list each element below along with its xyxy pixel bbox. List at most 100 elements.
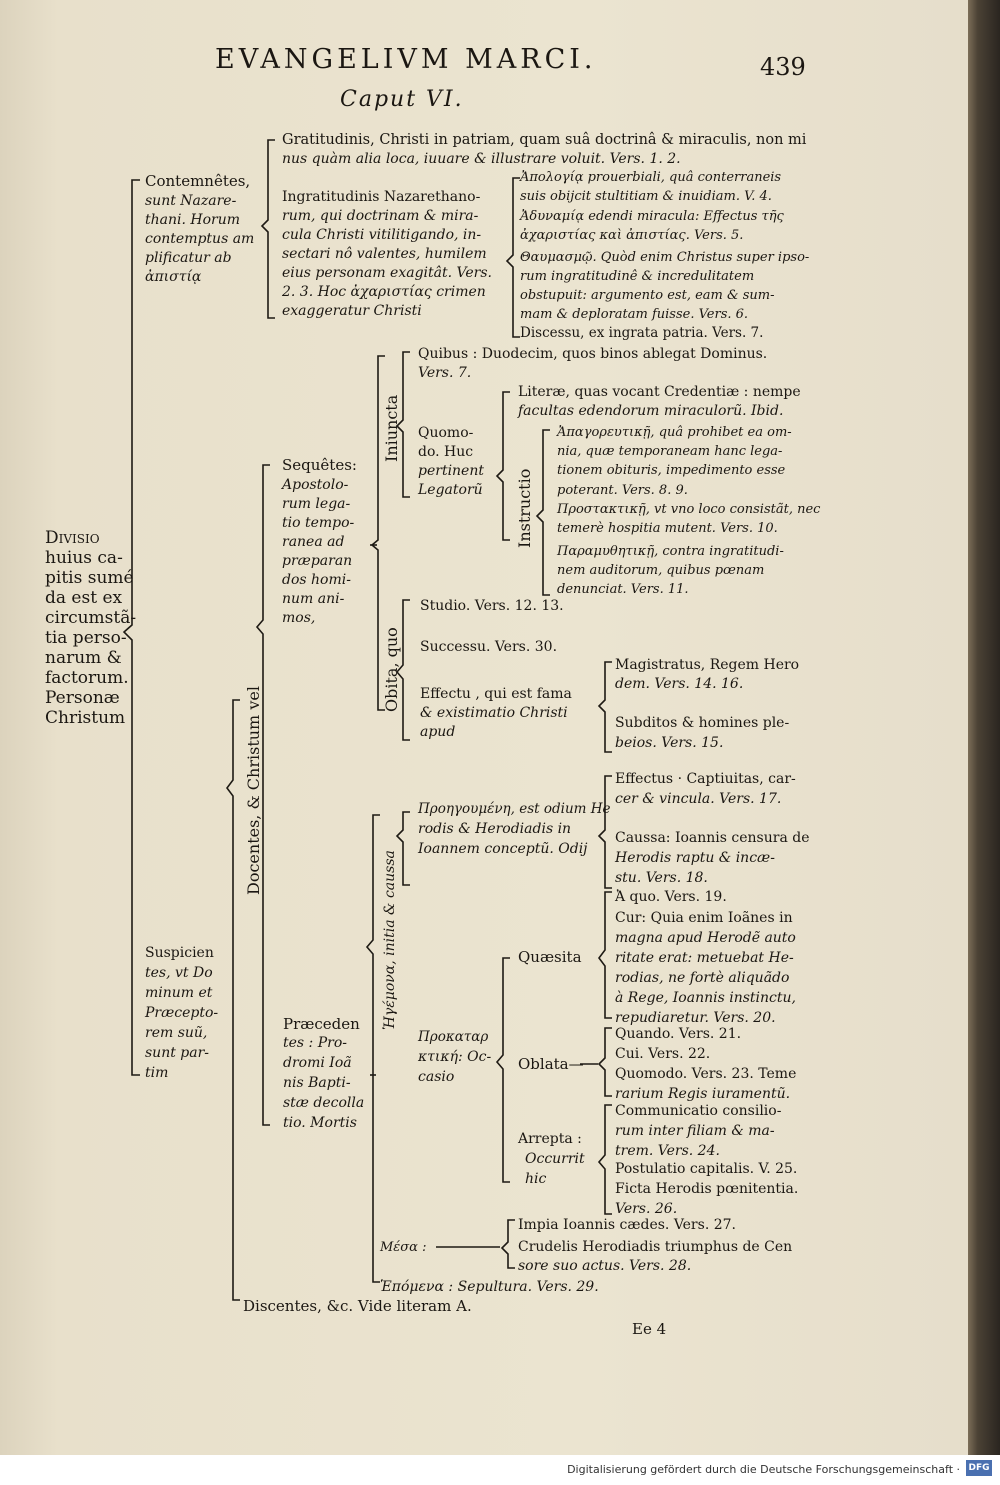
- cur-line: rodias, ne fortè aliquãdo: [615, 970, 790, 986]
- effect-line: Ἀπολογίᾳ prouerbiali, quâ conterraneis: [520, 170, 782, 185]
- root-line: factorum.: [45, 668, 129, 688]
- impia-line: Impia Ioannis cædes. Vers. 27.: [518, 1217, 736, 1233]
- root-line: narum &: [45, 648, 122, 668]
- ficta-line: Vers. 26.: [615, 1201, 678, 1217]
- ingratitudinis-line: rum, qui doctrinam & mira-: [282, 208, 479, 224]
- label-line: Suspicien: [145, 945, 214, 961]
- quibus-line: Quibus : Duodecim, quos binos ablegat Do…: [418, 346, 768, 362]
- ficta-line: Ficta Herodis pœnitentia.: [615, 1181, 799, 1197]
- subditos-line: beios. Vers. 15.: [615, 735, 724, 751]
- label-line: Præcepto-: [145, 1005, 219, 1021]
- label-line: minum et: [145, 985, 213, 1001]
- label-line: tio tempo-: [282, 515, 355, 531]
- quomodo-line: pertinent: [418, 463, 484, 479]
- communicatio-line: rum inter filiam & ma-: [615, 1123, 775, 1139]
- label-line: mos,: [282, 610, 316, 626]
- ingratitudinis-line: Ingratitudinis Nazarethano-: [282, 189, 481, 205]
- quibus-line: Vers. 7.: [418, 365, 472, 381]
- instructio-line: temerè hospitia mutent. Vers. 10.: [557, 521, 778, 536]
- cur-line: magna apud Herodẽ auto: [615, 930, 796, 946]
- ingratitudinis-line: exaggeratur Christi: [282, 303, 422, 319]
- label-line: ἀπιστίᾳ: [145, 269, 202, 285]
- label-line: Apostolo-: [282, 477, 349, 493]
- quomodo-line: do. Huc: [418, 444, 474, 460]
- magistratus-line: dem. Vers. 14. 16.: [615, 676, 744, 692]
- instructio-line: Προστακτικῇ, vt vno loco consistãt, nec: [557, 502, 821, 517]
- arrepta-line: hic: [525, 1171, 547, 1187]
- ingratitudinis-line: 2. 3. Hoc ἀχαριστίας crimen: [282, 284, 486, 300]
- prokatarktike-line: casio: [418, 1069, 455, 1085]
- prokatarktike-line: κτική: Oc-: [418, 1049, 492, 1065]
- funding-credit: Digitalisierung gefördert durch die Deut…: [567, 1463, 960, 1476]
- ingratitudinis-line: sectari nô valentes, humilem: [282, 246, 487, 262]
- bracket-lines: [0, 0, 968, 1455]
- instructio-line: Παραμυθητικῇ, contra ingratitudi-: [557, 544, 784, 559]
- quomodo-oblata-line: rarium Regis iuramentũ.: [615, 1086, 791, 1102]
- postulatio-line: Postulatio capitalis. V. 25.: [615, 1161, 798, 1177]
- cui-line: Cui. Vers. 22.: [615, 1046, 711, 1062]
- instructio-label: Instructio: [515, 468, 534, 548]
- label-line: Præceden: [283, 1015, 360, 1033]
- effect-line: mam & deploratam fuisse. Vers. 6.: [520, 307, 749, 322]
- label-line: ranea ad: [282, 534, 345, 550]
- effectus-line: cer & vincula. Vers. 17.: [615, 791, 782, 807]
- root-line: Divisio: [45, 528, 100, 548]
- gratitudinis-line: nus quàm alia loca, iuuare & illustrare …: [282, 151, 681, 167]
- label-line: contemptus am: [145, 231, 255, 247]
- root-line: tia perso-: [45, 628, 127, 648]
- label-line: num ani-: [282, 591, 345, 607]
- proegoumene-line: Ioannem conceptũ. Odij: [418, 841, 588, 857]
- root-line: da est ex: [45, 588, 123, 608]
- effect-line: obstupuit: argumento est, eam & sum-: [520, 288, 775, 303]
- ingratitudinis-line: eius personam exagitât. Vers.: [282, 265, 492, 281]
- effectu-line: apud: [420, 724, 456, 740]
- effectu-line: & existimatio Christi: [420, 705, 568, 721]
- effect-line: suis obijcit stultitiam & inuidiam. V. 4…: [520, 189, 772, 204]
- dfg-logo: DFG: [966, 1460, 992, 1476]
- epomena-line: Ἑπόμενα : Sepultura. Vers. 29.: [380, 1279, 599, 1295]
- label-line: Sequêtes:: [282, 456, 357, 474]
- page-number: 439: [760, 53, 806, 81]
- signature-mark: Ee 4: [632, 1320, 667, 1338]
- label-line: tes, vt Do: [145, 965, 213, 981]
- label-line: præparan: [282, 553, 353, 569]
- literae-line: Literæ, quas vocant Credentiæ : nempe: [518, 384, 801, 400]
- label-line: tio. Mortis: [283, 1115, 357, 1131]
- book-page: EVANGELIVM MARCI. 439 Caput VI. Divisi: [0, 0, 968, 1455]
- obita-label: Obita, quo: [382, 627, 401, 712]
- quando-line: Quando. Vers. 21.: [615, 1026, 742, 1042]
- effect-line: ἀχαριστίας καὶ ἀπιστίας. Vers. 5.: [520, 228, 744, 243]
- caussa-line: Herodis raptu & incæ-: [615, 850, 775, 866]
- instructio-line: denunciat. Vers. 11.: [557, 582, 689, 597]
- root-line: pitis sumé: [45, 568, 134, 588]
- effect-line: Discessu, ex ingrata patria. Vers. 7.: [520, 325, 764, 341]
- label-line: tes : Pro-: [283, 1035, 347, 1051]
- mesa-label: Μέσα :: [380, 1240, 427, 1255]
- effect-line: Ἀδυναμίᾳ edendi miracula: Effectus τῆς: [520, 209, 784, 224]
- label-line: thani. Horum: [145, 212, 241, 228]
- communicatio-line: Communicatio consilio-: [615, 1103, 782, 1119]
- label-line: nis Bapti-: [283, 1075, 351, 1091]
- chapter-heading: Caput VI.: [340, 87, 464, 112]
- root-line: Personæ: [45, 688, 120, 708]
- studio-line: Studio. Vers. 12. 13.: [420, 598, 564, 614]
- cur-line: à Rege, Ioannis instinctu,: [615, 990, 796, 1006]
- cur-line: Cur: Quia enim Ioãnes in: [615, 910, 793, 926]
- quomodo-oblata-line: Quomodo. Vers. 23. Teme: [615, 1066, 797, 1082]
- quaesita-label: Quæsita: [518, 948, 582, 966]
- caussa-line: Caussa: Ioannis censura de: [615, 830, 810, 846]
- instructio-line: tionem obituris, impedimento esse: [557, 463, 786, 478]
- running-title: EVANGELIVM MARCI.: [215, 44, 597, 75]
- caussa-line: stu. Vers. 18.: [615, 870, 708, 886]
- prokatarktike-line: Προκαταρ: [418, 1029, 489, 1045]
- quomodo-line: Legatorũ: [418, 482, 483, 498]
- label-line: dromi Ioã: [283, 1055, 352, 1071]
- literae-line: facultas edendorum miraculorũ. Ibid.: [518, 403, 784, 419]
- arrepta-line: Arrepta :: [518, 1131, 582, 1147]
- ingratitudinis-line: cula Christi vitilitigando, in-: [282, 227, 482, 243]
- quomodo-line: Quomo-: [418, 425, 474, 441]
- proegoumene-line: rodis & Herodiadis in: [418, 821, 572, 837]
- effectus-line: Effectus · Captiuitas, car-: [615, 771, 796, 787]
- cur-line: ritate erat: metuebat He-: [615, 950, 794, 966]
- effectu-line: Effectu , qui est fama: [420, 686, 572, 702]
